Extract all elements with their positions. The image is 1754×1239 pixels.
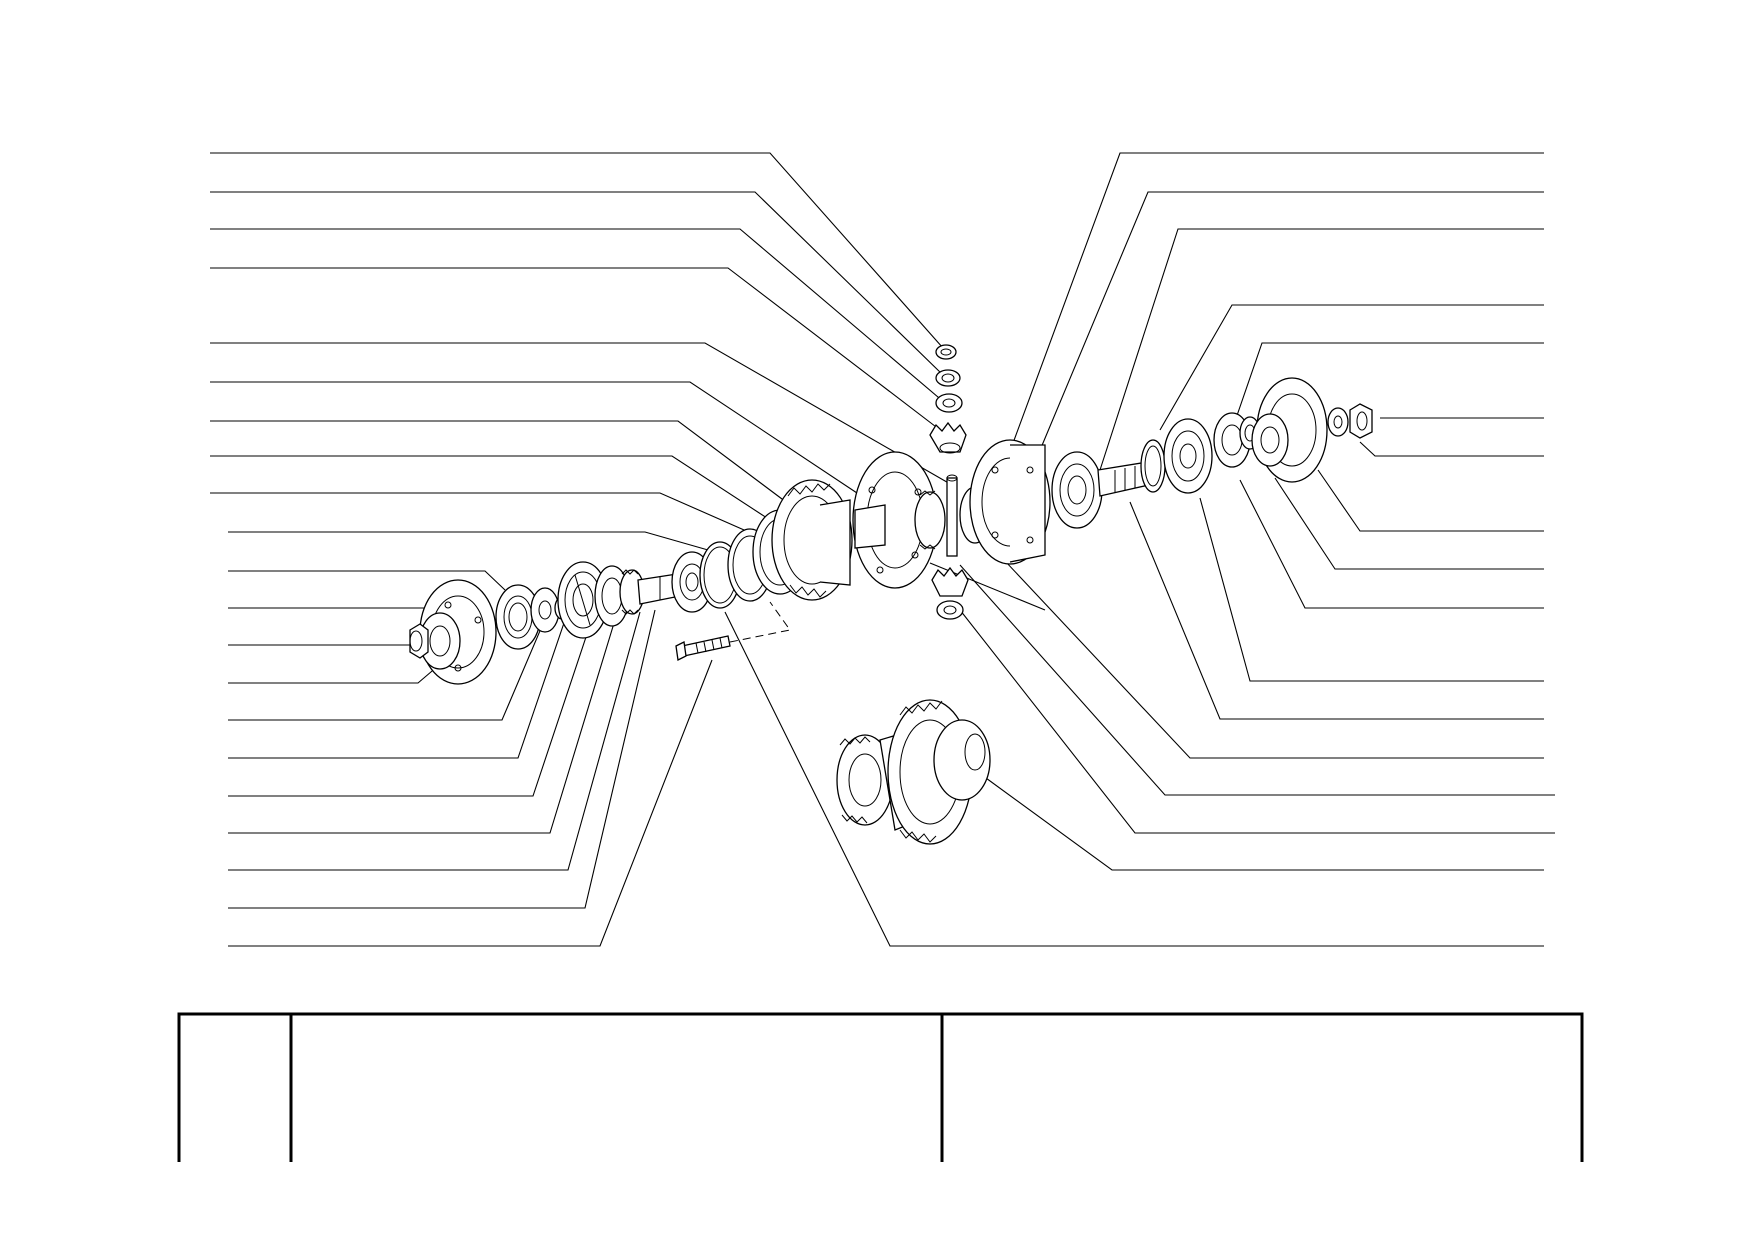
- leader-line: [228, 659, 446, 684]
- leader-line: [1159, 304, 1544, 431]
- leader-line: [228, 570, 506, 591]
- left-assembly: [409, 479, 853, 685]
- leader-line: [210, 191, 944, 376]
- thrust-washer-left: [530, 587, 560, 633]
- leader-line: [228, 611, 549, 721]
- flange-nut-right: [1349, 403, 1373, 439]
- leader-line: [1231, 342, 1544, 431]
- leader-line: [210, 228, 946, 404]
- drive-flange-right: [1251, 377, 1328, 483]
- leader-line: [228, 611, 641, 871]
- leader-line: [959, 609, 1555, 834]
- leader-line: [210, 342, 953, 486]
- leader-line: [228, 644, 429, 653]
- leader-line: [228, 609, 656, 909]
- leader-line: [991, 152, 1544, 501]
- assembled-differential: [836, 699, 991, 845]
- drive-flange-left: [419, 579, 497, 685]
- leader-line: [1317, 469, 1544, 532]
- leader-line: [1199, 497, 1544, 682]
- leader-line: [974, 769, 1544, 871]
- leader-line: [1274, 477, 1544, 570]
- title-block-description: [298, 1014, 938, 1160]
- flange-nut: [409, 623, 429, 659]
- leader-line: [1037, 191, 1544, 456]
- washer-top-2: [935, 369, 961, 387]
- leader-line: [1239, 479, 1544, 609]
- leader-line: [1099, 228, 1544, 471]
- planet-bevel-top: [929, 421, 967, 454]
- bearing-right-2: [1163, 418, 1213, 494]
- washer-top-3: [935, 393, 963, 413]
- leader-line: [724, 611, 1544, 947]
- washer-bottom: [936, 600, 964, 620]
- leader-line: [1359, 441, 1544, 457]
- leader-line: [210, 455, 771, 521]
- leader-line: [210, 267, 945, 434]
- planet-bevel-bottom: [931, 566, 969, 597]
- center-assembly: [852, 344, 1051, 620]
- retaining-bolt: [675, 635, 731, 661]
- bearing-right-1: [1051, 451, 1103, 529]
- leader-line: [228, 609, 619, 834]
- leader-line: [210, 420, 791, 506]
- washer-top-1: [935, 344, 957, 360]
- oil-seal-left: [495, 584, 541, 650]
- leader-line: [228, 624, 591, 797]
- snap-ring-right: [1140, 439, 1166, 493]
- leader-line: [228, 619, 566, 759]
- title-block-notes: [950, 1014, 1575, 1160]
- leader-line: [1129, 501, 1544, 720]
- assembly-guide: [729, 601, 791, 643]
- leader-line: [210, 152, 944, 349]
- right-assembly: [1051, 377, 1373, 529]
- washer-right: [1327, 407, 1349, 437]
- title-block-ref: [185, 1014, 285, 1160]
- differential-carrier-right: [969, 439, 1051, 565]
- title-block-frame: [177, 1012, 1584, 1162]
- leader-line: [228, 659, 713, 947]
- leader-line: [228, 531, 716, 553]
- side-gear-left: [914, 490, 946, 550]
- leader-line: [210, 492, 761, 538]
- leader-line: [989, 544, 1544, 759]
- differential-carrier-left: [852, 451, 938, 589]
- cross-pin: [946, 474, 958, 557]
- leader-line: [959, 564, 1555, 796]
- leader-line: [210, 381, 861, 496]
- crown-wheel: [771, 479, 853, 601]
